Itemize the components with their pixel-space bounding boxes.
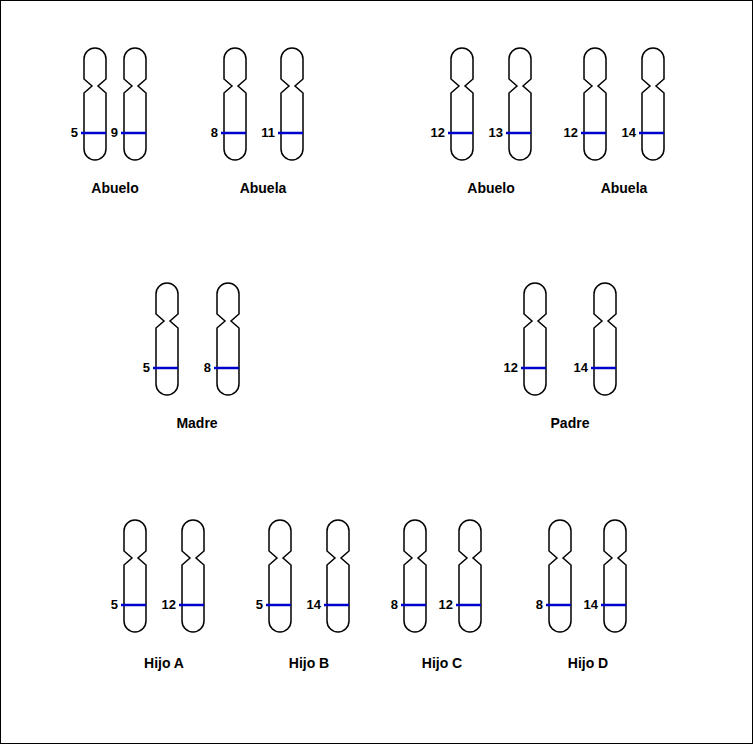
individual-label: Abuelo — [467, 181, 514, 196]
allele-number: 12 — [439, 598, 453, 612]
allele-number: 14 — [574, 361, 588, 375]
allele-number: 8 — [211, 126, 218, 140]
individual-label: Hijo B — [289, 656, 329, 671]
allele-number: 5 — [111, 598, 118, 612]
allele-number: 8 — [536, 598, 543, 612]
allele-number: 12 — [162, 598, 176, 612]
allele-number: 14 — [584, 598, 598, 612]
individual-label: Hijo A — [144, 656, 184, 671]
individual-label: Hijo C — [422, 656, 462, 671]
allele-number: 9 — [111, 126, 118, 140]
allele-number: 8 — [204, 361, 211, 375]
chromosomes — [81, 48, 664, 632]
allele-number: 14 — [307, 598, 321, 612]
individual-label: Hijo D — [568, 656, 608, 671]
individual-label: Madre — [176, 416, 217, 431]
allele-number: 12 — [431, 126, 445, 140]
individual-label: Padre — [551, 416, 590, 431]
allele-number: 12 — [564, 126, 578, 140]
allele-number: 13 — [489, 126, 503, 140]
individual-label: Abuela — [240, 181, 287, 196]
allele-number: 11 — [261, 126, 275, 140]
allele-number: 5 — [71, 126, 78, 140]
allele-number: 14 — [622, 126, 636, 140]
allele-number: 12 — [504, 361, 518, 375]
allele-number: 8 — [391, 598, 398, 612]
allele-number: 5 — [256, 598, 263, 612]
individual-label: Abuela — [601, 181, 648, 196]
individual-label: Abuelo — [91, 181, 138, 196]
allele-number: 5 — [143, 361, 150, 375]
